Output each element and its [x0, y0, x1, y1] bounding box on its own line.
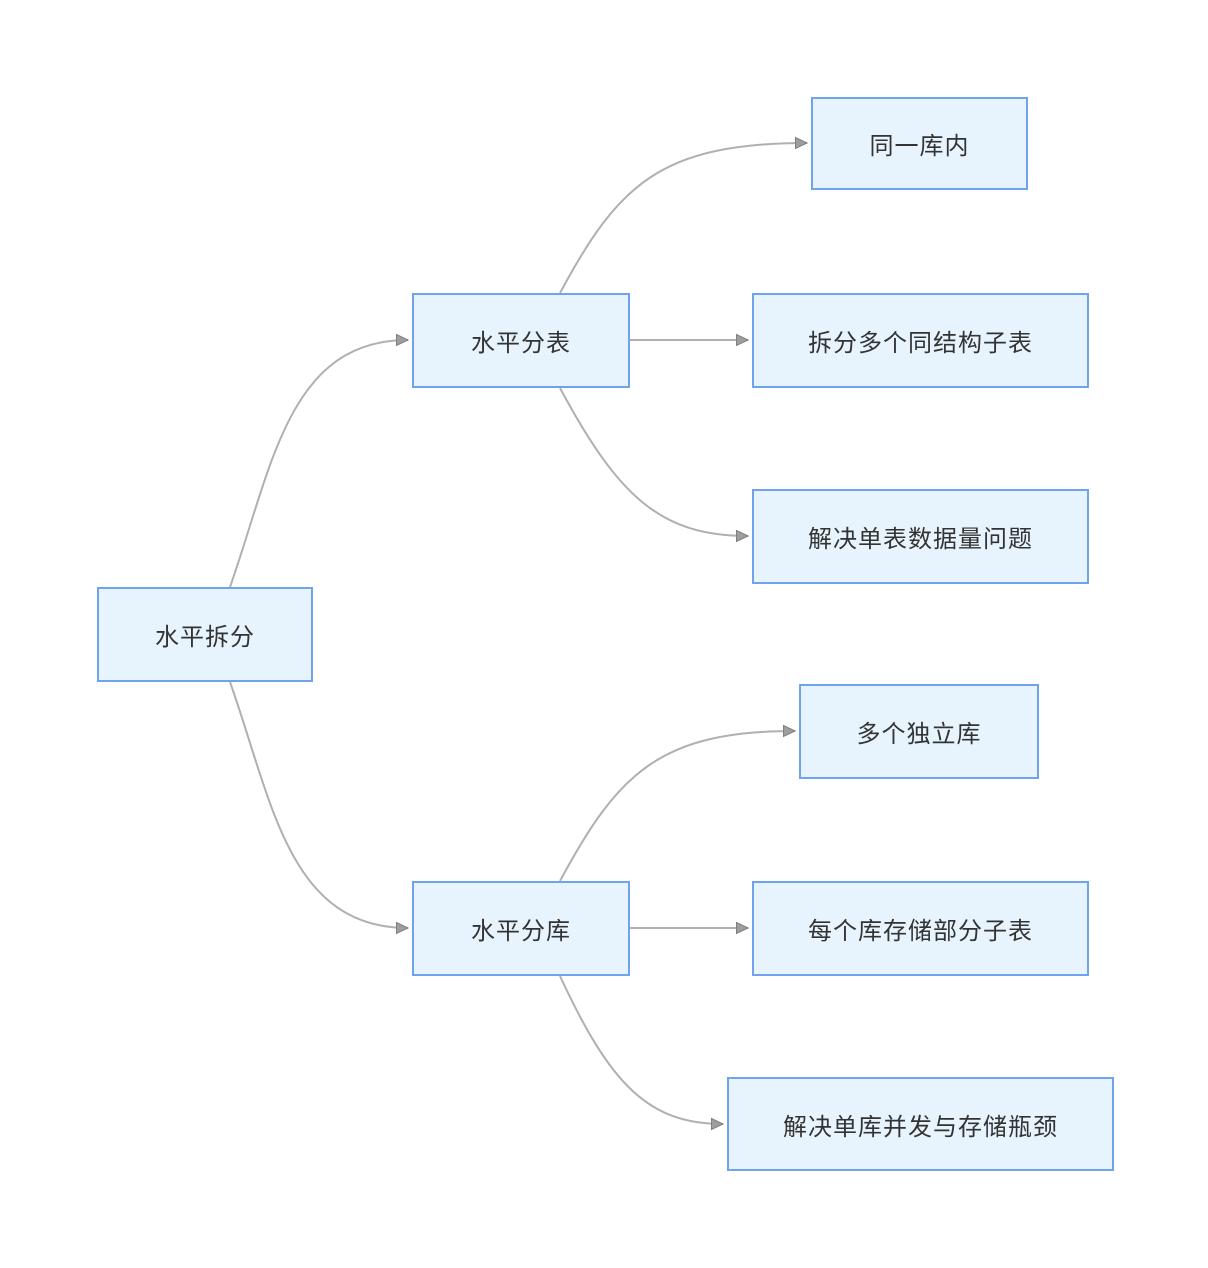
edge-root-to-split-table	[229, 340, 408, 588]
node-split-db-label: 水平分库	[471, 918, 571, 945]
edge-root-to-split-db	[229, 681, 408, 928]
node-multi-independent-db[interactable]: 多个独立库	[799, 684, 1039, 779]
node-multi-subtables[interactable]: 拆分多个同结构子表	[752, 293, 1089, 388]
edge-split-db-to-solve-db-bottleneck	[559, 975, 723, 1124]
edge-split-table-to-same-db	[559, 143, 807, 294]
node-each-db-stores[interactable]: 每个库存储部分子表	[752, 881, 1089, 976]
node-root[interactable]: 水平拆分	[97, 587, 313, 682]
edge-split-db-to-multi-independent-db	[559, 731, 795, 882]
node-root-label: 水平拆分	[155, 624, 255, 651]
node-solve-db-bottleneck[interactable]: 解决单库并发与存储瓶颈	[727, 1077, 1114, 1171]
node-split-table-label: 水平分表	[471, 330, 571, 357]
node-solve-table-volume-label: 解决单表数据量问题	[808, 526, 1033, 553]
node-split-table[interactable]: 水平分表	[412, 293, 630, 388]
node-split-db[interactable]: 水平分库	[412, 881, 630, 976]
node-solve-db-bottleneck-label: 解决单库并发与存储瓶颈	[783, 1113, 1058, 1141]
node-same-db-label: 同一库内	[869, 133, 970, 160]
node-multi-independent-db-label: 多个独立库	[856, 721, 982, 748]
edge-split-table-to-solve-table-volume	[559, 387, 748, 536]
node-same-db[interactable]: 同一库内	[811, 97, 1028, 190]
node-each-db-stores-label: 每个库存储部分子表	[808, 918, 1033, 945]
node-solve-table-volume[interactable]: 解决单表数据量问题	[752, 489, 1089, 584]
node-multi-subtables-label: 拆分多个同结构子表	[808, 330, 1033, 357]
